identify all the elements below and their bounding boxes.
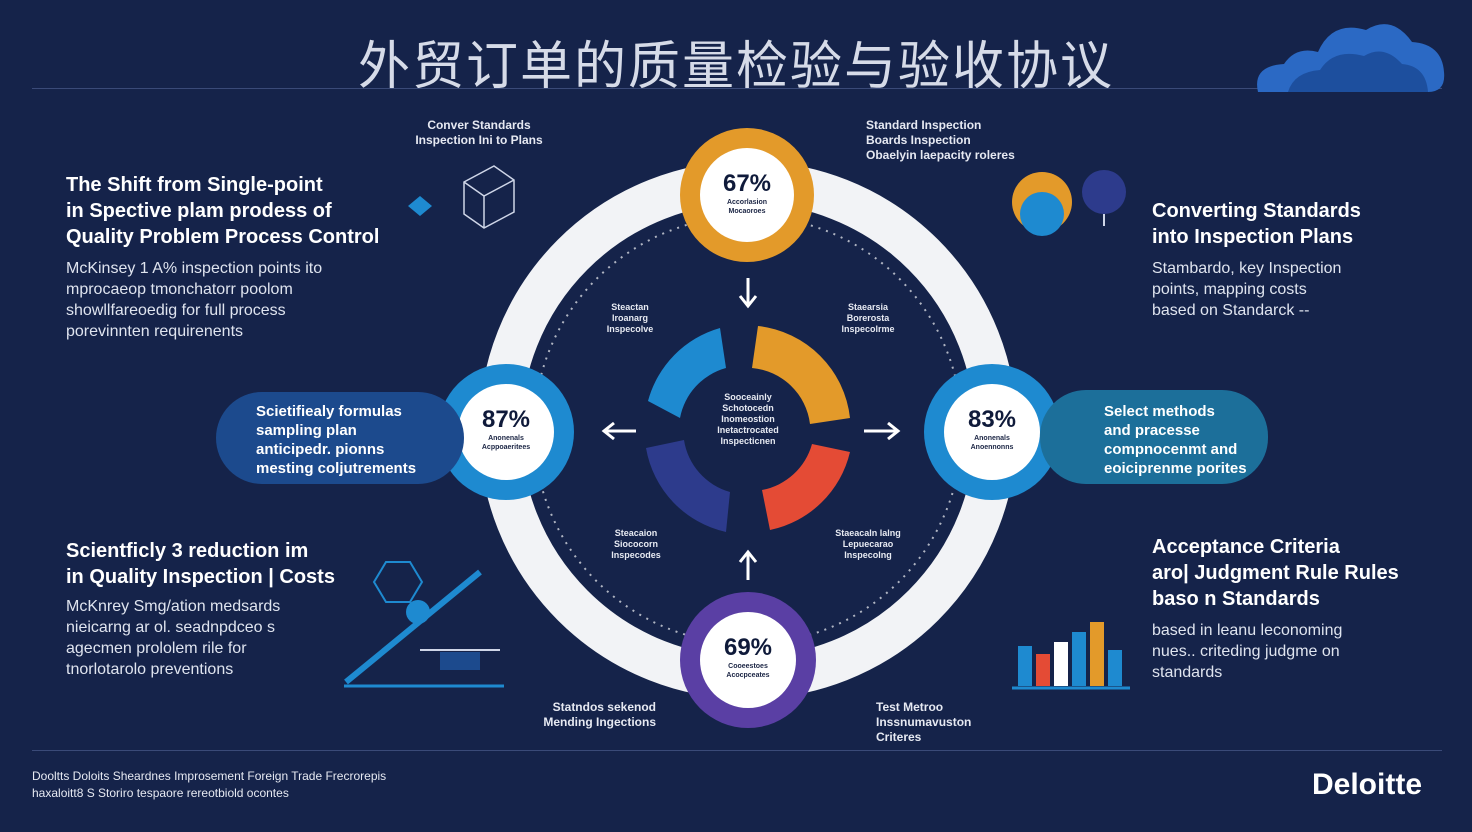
stat-bottom-value: 69%	[723, 634, 773, 661]
inner-center-label: Sooceainly Schotocedn Inomeostion Inetac…	[717, 392, 779, 446]
left-section-1: The Shift from Single-point in Spective …	[66, 174, 380, 340]
stat-left: 87% Anonenals Acppoaeritees	[458, 384, 554, 480]
arrow-down-icon	[738, 278, 758, 309]
stat-top-label: Accorlasion	[726, 199, 768, 206]
stat-bottom-label: Acocpceates	[726, 672, 770, 679]
arrow-left-icon	[601, 421, 636, 441]
footer-divider	[32, 750, 1442, 751]
callout-bottom-left: Statndos sekenod Mending Ingections	[543, 700, 656, 729]
footer-text: Dooltts Doloits Sheardnes Improsement Fo…	[32, 769, 387, 800]
callout-top-right: Standard Inspection Boards Inspection Ob…	[866, 118, 1015, 162]
stat-right-label: Anoennonns	[970, 444, 1014, 451]
stat-right: 83% Anonenals Anoennonns	[944, 384, 1040, 480]
inner-arc-navy	[646, 440, 730, 532]
cube-icon	[408, 165, 515, 229]
stat-bottom: 69% Cooeestoes Acocpceates	[700, 612, 796, 708]
inner-arc-blue	[648, 328, 726, 418]
callout-bottom-right: Test Metroo Inssnumavuston Criteres	[876, 700, 972, 744]
inner-arc-gold	[752, 326, 850, 424]
stat-top-value: 67%	[722, 170, 772, 197]
stat-left-label: Acppoaeritees	[481, 444, 531, 451]
cloud-icon	[1257, 24, 1445, 93]
pill-left: Scietifiealy formulas sampling plan anti…	[216, 392, 464, 484]
inner-sw-label: Steacaion Siococorn Inspecodes	[611, 528, 661, 560]
title-divider	[32, 88, 1442, 89]
right-section-1: Converting Standards into Inspection Pla…	[1152, 200, 1361, 319]
badge-icon	[1012, 170, 1126, 236]
right-section-2: Acceptance Criteria aro| Judgment Rule R…	[1152, 536, 1399, 681]
callout-top-left: Conver Standards Inspection Ini to Plans	[415, 118, 543, 147]
inner-ne-label: Staearsia Borerosta Inspecolrme	[841, 302, 895, 334]
stat-bottom-label: Cooeestoes	[728, 663, 768, 670]
stat-right-label: Anonenals	[974, 435, 1010, 442]
stat-top: 67% Accorlasion Mocaoroes	[700, 148, 794, 242]
arrow-right-icon	[864, 421, 901, 441]
inner-se-label: Staeacaln lalng Lepuecarao Inspecolng	[835, 528, 901, 560]
deloitte-logo: Deloitte	[1312, 768, 1423, 801]
page-title: 外贸订单的质量检验与验收协议	[357, 37, 1114, 97]
inner-nw-label: Steactan Iroanarg Inspecolve	[606, 302, 654, 334]
arrow-up-icon	[738, 549, 758, 580]
stat-left-label: Anonenals	[488, 435, 524, 442]
microscope-icon	[344, 561, 504, 688]
inner-arc-red	[762, 444, 850, 530]
stat-left-value: 87%	[481, 406, 531, 433]
stat-right-value: 83%	[967, 406, 1017, 433]
pill-right: Select methods and pracesse compnocenmt …	[1040, 390, 1268, 484]
left-section-2: Scientficly 3 reduction im in Quality In…	[66, 540, 335, 678]
bar-chart-icon	[1012, 622, 1130, 690]
stat-top-label: Mocaoroes	[728, 208, 766, 215]
